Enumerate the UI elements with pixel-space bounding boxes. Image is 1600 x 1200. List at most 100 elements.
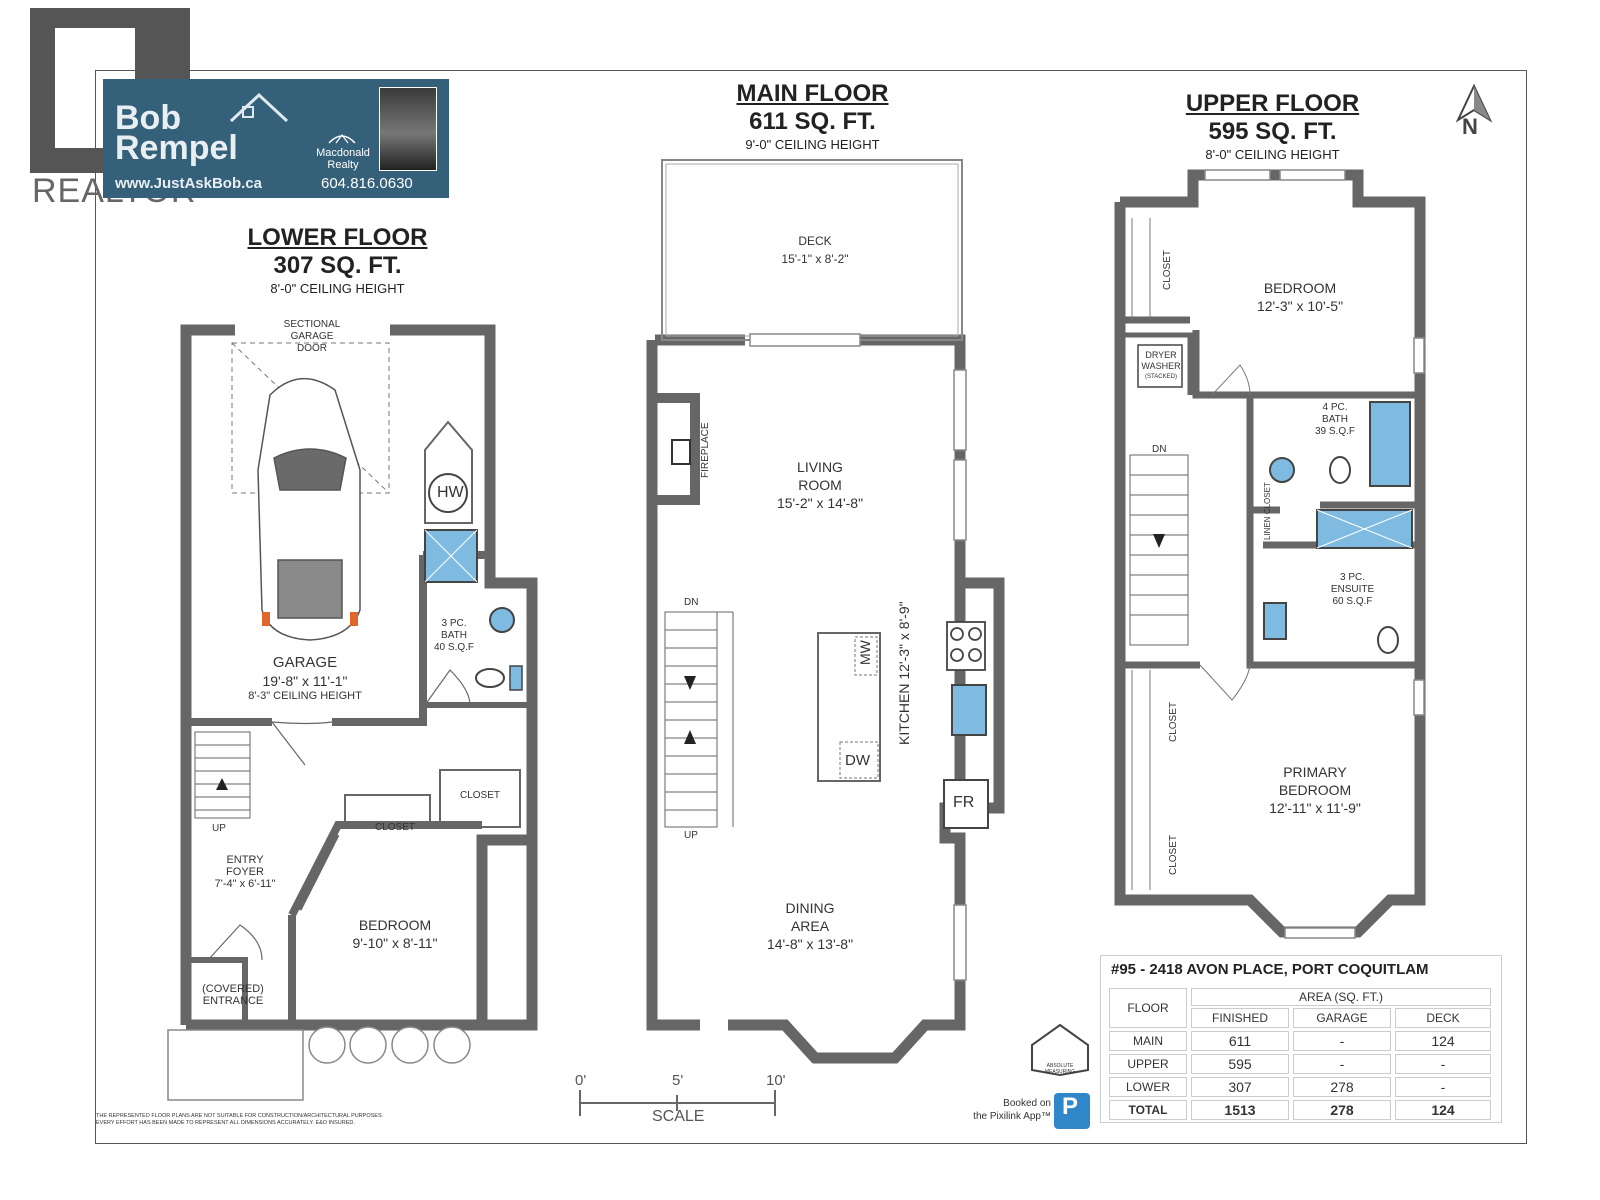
lower-sink-icon: [489, 607, 515, 633]
upper-bedroom-name: BEDROOM: [1263, 280, 1337, 296]
lower-stair-arrow-icon: [216, 778, 228, 790]
upper-floor-name: UPPER FLOOR: [1185, 90, 1360, 117]
scale-tick-0: 0': [575, 1072, 587, 1089]
upper-tub-icon: [1369, 401, 1411, 487]
upper-bath-toilet-icon: [1329, 456, 1351, 484]
lower-floor-ceiling: 8'-0" CEILING HEIGHT: [270, 281, 405, 296]
lower-bedroom-dim: 9'-10" x 8'-11": [352, 935, 438, 951]
table-cell-deck: -: [1395, 1054, 1491, 1074]
shrubs-icon: [308, 1026, 471, 1064]
lower-bath-line1: 3 PC.: [441, 618, 467, 629]
lower-floor-walls: [180, 324, 538, 1031]
scale-tick-10: 10': [766, 1072, 786, 1089]
main-floor-area: 611 SQ. FT.: [749, 108, 876, 135]
upper-closet-primary-shape: [1131, 670, 1151, 890]
dryer-washer-icon: [1137, 344, 1183, 388]
main-window-1: [953, 369, 967, 451]
main-stairs-icon: [664, 611, 734, 828]
lower-bedroom-room: BEDROOM 9'-10" x 8'-11": [335, 916, 455, 952]
entry-line2: FOYER: [226, 866, 264, 878]
bath4-line2: BATH: [1322, 414, 1348, 425]
upper-ensuite-toilet-icon: [1377, 626, 1399, 654]
house-roof-icon: [229, 92, 289, 123]
upper-window-1: [1204, 169, 1271, 181]
dining-dim: 14'-8" x 13'-8": [766, 936, 854, 952]
lower-garage-door-swing: [271, 721, 333, 766]
lower-floor-name: LOWER FLOOR: [247, 224, 428, 251]
main-stair-down-arrow-icon: [684, 676, 696, 690]
main-window-3: [953, 904, 967, 981]
fireplace-icon: [671, 439, 691, 465]
firm-name: Macdonald Realty: [316, 147, 370, 171]
agent-website: www.JustAskBob.ca: [115, 175, 262, 192]
kitchen-label: KITCHEN 12'-3" x 8'-9": [896, 601, 912, 745]
deck-room: DECK 15'-1" x 8'-2": [760, 232, 870, 268]
lower-toilet-icon: [475, 668, 505, 688]
deck-name: DECK: [798, 234, 832, 248]
table-col-deck: DECK: [1395, 1008, 1491, 1028]
lower-stairs-icon: [194, 731, 251, 819]
fridge-icon: [943, 779, 989, 829]
lower-bath-wall: [420, 702, 530, 722]
upper-ensuite-sink-icon: [1263, 602, 1287, 640]
ensuite-room: 3 PC. ENSUITE 60 S.Q.F: [1325, 572, 1380, 608]
kitchen-sink-icon: [951, 684, 987, 736]
car-icon: [257, 377, 361, 641]
main-stair-dn-label: DN: [684, 597, 699, 608]
upper-closet1-shape: [1131, 218, 1151, 320]
deck-dim: 15'-1" x 8'-2": [781, 252, 849, 266]
agent-phone: 604.816.0630: [321, 175, 413, 192]
table-cell-deck: 124: [1395, 1031, 1491, 1051]
main-fireplace-wall: [652, 393, 700, 505]
agent-banner: Bob Rempel www.JustAskBob.ca Macdonald R…: [103, 79, 449, 198]
bath4-line1: 4 PC.: [1322, 402, 1348, 413]
scale-tick-5: 5': [672, 1072, 684, 1089]
table-cell-finished: 307: [1191, 1077, 1289, 1097]
entry-foyer-room: ENTRY FOYER 7'-4" x 6'-11": [205, 854, 285, 890]
lower-closet2-label: CLOSET: [459, 790, 500, 801]
table-row-floor: LOWER: [1109, 1077, 1187, 1097]
upper-floor-walls: [1114, 169, 1426, 938]
disclaimer-line2: EVERY EFFORT HAS BEEN MADE TO REPRESENT …: [96, 1120, 355, 1126]
ensuite-line3: 60 S.Q.F: [1332, 596, 1373, 607]
garage-name: GARAGE: [272, 654, 338, 671]
table-cell-garage: -: [1293, 1031, 1391, 1051]
main-door-deck: [749, 333, 861, 347]
primary-line1: PRIMARY: [1283, 764, 1347, 780]
table-total-garage: 278: [1293, 1100, 1391, 1120]
lower-entry-wall: [186, 957, 248, 1025]
upper-window-5: [1284, 927, 1356, 939]
microwave-label: MW: [857, 640, 873, 665]
bath4-line3: 39 S.Q.F: [1314, 426, 1355, 437]
garage-door-label: SECTIONAL GARAGE DOOR: [283, 319, 341, 354]
table-total-label: TOTAL: [1109, 1100, 1187, 1120]
upper-stair-dn-label: DN: [1152, 444, 1167, 455]
north-arrow-icon: [1455, 84, 1493, 123]
disclaimer: THE REPRESENTED FLOOR PLANS ARE NOT SUIT…: [96, 1113, 383, 1127]
booked-line1: Booked on: [1003, 1098, 1051, 1109]
dryer-line1: DRYER: [1145, 350, 1177, 360]
lower-closet-shape: [424, 420, 473, 524]
upper-window-4: [1413, 679, 1425, 716]
main-stair-up-label: UP: [684, 830, 698, 841]
lower-foyer-sliding-door: [298, 834, 340, 911]
lower-floor-title: LOWER FLOOR 307 SQ. FT. 8'-0" CEILING HE…: [215, 224, 460, 298]
floor-plan-frame: [95, 70, 1527, 1144]
lower-floor-area: 307 SQ. FT.: [273, 252, 402, 279]
lower-closet1-label: CLOSET: [374, 822, 415, 833]
upper-closet1-label: CLOSET: [1162, 249, 1173, 290]
lower-closet2-shape: [439, 769, 521, 828]
upper-bath-room: 4 PC. BATH 39 S.Q.F: [1310, 402, 1360, 438]
entry-dim: 7'-4" x 6'-11": [214, 878, 276, 890]
lower-porch: [167, 1029, 304, 1101]
upper-bedroom-dim: 12'-3" x 10'-5": [1256, 298, 1344, 314]
primary-line2: BEDROOM: [1278, 782, 1352, 798]
pixilink-logo-icon: [1054, 1093, 1090, 1129]
table-col-garage: GARAGE: [1293, 1008, 1391, 1028]
table-row-floor: UPPER: [1109, 1054, 1187, 1074]
kitchen-island: [817, 632, 881, 782]
firm-logo-icon: [328, 134, 356, 144]
table-row-floor: MAIN: [1109, 1031, 1187, 1051]
upper-bedroom-room: BEDROOM 12'-3" x 10'-5": [1240, 279, 1360, 315]
main-stair-up-arrow-icon: [684, 730, 696, 744]
